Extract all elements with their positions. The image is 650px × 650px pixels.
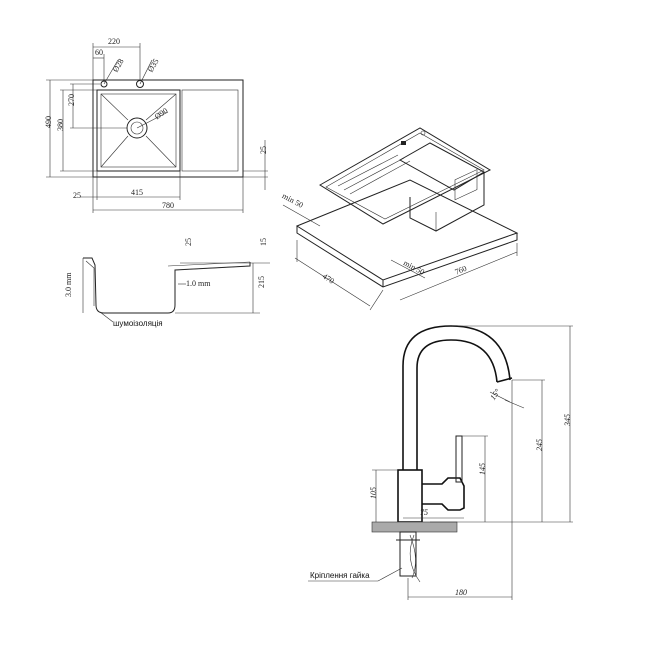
dim-d35: Ø35 [146,57,161,73]
bowl-outline [96,89,181,172]
sink-top-view: 220 60 Ø28 Ø35 490 270 380 Ø90 25 [44,37,268,213]
section-outline [83,257,251,314]
bowl-inner [100,93,177,168]
dim-15: 15 [259,238,268,246]
dim-245: 245 [535,439,544,451]
dim-470: 470 [321,272,336,286]
dim-215: 215 [257,276,266,288]
sink-iso-view: min 50 min 50 470 760 [281,127,519,311]
sink-rim-iso [319,127,492,225]
faucet-spout-outer [402,325,511,470]
mounting-nut [399,531,417,577]
faucet-body [397,469,423,523]
dim-d28: Ø28 [111,57,126,73]
sink-section-view: 3.0 mm 1.0 mm 25 15 215 шумоізоляція [64,238,270,328]
dim-25-right: 25 [259,146,268,154]
tap-hole-35 [136,80,144,88]
dim-d90: Ø90 [153,106,169,121]
faucet-lever [455,435,463,483]
dim-270: 270 [67,94,76,106]
dim-1mm: 1.0 mm [186,279,211,288]
dim-780: 780 [162,201,174,210]
countertop-section [371,521,458,533]
dim-3mm: 3.0 mm [64,272,73,297]
dim-60: 60 [95,48,103,57]
dim-min50-bottom: min 50 [402,258,426,276]
dim-345: 345 [563,414,572,427]
dim-min50-top: min 50 [281,191,305,209]
dim-415: 415 [131,188,143,197]
sink-outline [92,79,244,178]
dim-105: 105 [369,487,378,499]
dim-15deg: 15° [488,387,502,402]
dim-75: 75 [420,508,428,517]
dim-380: 380 [56,119,65,131]
dim-490: 490 [44,116,53,128]
dim-220: 220 [108,37,120,46]
insulation-label: шумоізоляція [113,319,163,328]
nut-label: Кріплення гайка [310,571,370,580]
dim-760: 760 [453,264,467,277]
dim-180: 180 [455,588,467,597]
drainboard-outline [181,89,239,172]
dim-145: 145 [478,463,487,475]
dim-25: 25 [184,238,193,246]
iso-tap-hole [401,141,406,145]
dim-25-left: 25 [73,191,81,200]
faucet-view: 345 245 15° 145 105 75 180 Кріплення гай… [308,325,573,600]
